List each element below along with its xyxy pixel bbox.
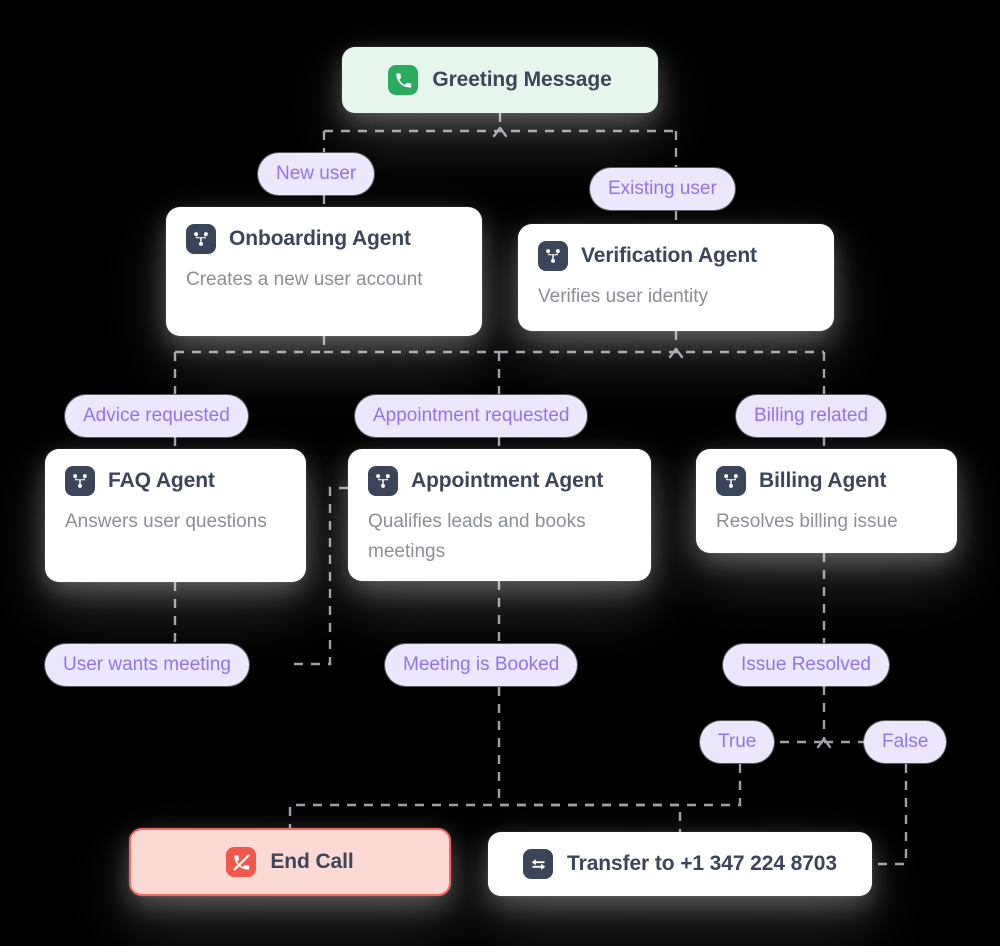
node-appointment-agent[interactable]: Appointment Agent Qualifies leads and bo…	[348, 449, 651, 581]
phone-icon	[388, 65, 419, 95]
edge-label-text: Existing user	[608, 178, 717, 199]
node-transfer-call[interactable]: Transfer to +1 347 224 8703	[488, 832, 872, 896]
edge-false-transfer	[872, 764, 908, 866]
edge-label-billing-related[interactable]: Billing related	[736, 395, 887, 437]
node-title: FAQ Agent	[108, 469, 215, 492]
node-header: FAQ Agent	[65, 466, 286, 496]
edge-meeting-transfer	[497, 687, 682, 832]
node-onboarding-agent[interactable]: Onboarding Agent Creates a new user acco…	[166, 207, 482, 336]
edge-label-true[interactable]: True	[700, 721, 775, 763]
edge-true-endcall	[288, 764, 742, 828]
agent-hierarchy-icon	[368, 466, 398, 496]
node-title: Transfer to +1 347 224 8703	[567, 852, 837, 875]
node-billing-agent[interactable]: Billing Agent Resolves billing issue	[696, 449, 957, 553]
node-title: Onboarding Agent	[229, 227, 411, 250]
edge-label-text: Billing related	[754, 405, 869, 426]
node-greeting-message[interactable]: Greeting Message	[342, 47, 658, 113]
node-faq-agent[interactable]: FAQ Agent Answers user questions	[45, 449, 306, 582]
node-header: Verification Agent	[538, 241, 814, 271]
node-title: End Call	[270, 850, 354, 873]
arrow-into-issue-split	[816, 737, 832, 749]
edge-label-text: True	[718, 731, 757, 752]
transfer-arrows-icon	[523, 849, 554, 879]
edge-label-text: Appointment requested	[373, 405, 570, 426]
node-title: Verification Agent	[581, 244, 757, 267]
node-header: Billing Agent	[716, 466, 937, 496]
edge-label-text: False	[882, 731, 929, 752]
edge-label-text: User wants meeting	[63, 654, 231, 675]
edge-label-false[interactable]: False	[864, 721, 947, 763]
agent-hierarchy-icon	[716, 466, 746, 496]
node-header: Onboarding Agent	[186, 224, 462, 254]
arrow-into-verification-split	[668, 347, 684, 359]
node-description: Resolves billing issue	[716, 511, 898, 532]
agent-hierarchy-icon	[186, 224, 216, 254]
node-title: Appointment Agent	[411, 469, 604, 492]
edge-label-user-wants-meeting[interactable]: User wants meeting	[45, 644, 249, 686]
node-description: Answers user questions	[65, 511, 267, 532]
node-verification-agent[interactable]: Verification Agent Verifies user identit…	[518, 224, 834, 331]
node-description: Qualifies leads and books meetings	[368, 511, 586, 563]
edge-label-new-user[interactable]: New user	[258, 153, 375, 195]
edge-label-text: Issue Resolved	[741, 654, 871, 675]
edge-label-existing-user[interactable]: Existing user	[590, 168, 735, 210]
agent-hierarchy-icon	[65, 466, 95, 496]
node-end-call[interactable]: End Call	[129, 828, 451, 896]
node-description: Creates a new user account	[186, 269, 423, 290]
node-description: Verifies user identity	[538, 286, 709, 307]
agent-hierarchy-icon	[538, 241, 568, 271]
edge-label-issue-resolved[interactable]: Issue Resolved	[723, 644, 889, 686]
edge-label-text: New user	[276, 163, 357, 184]
arrow-into-greeting	[492, 126, 508, 138]
node-header: Appointment Agent	[368, 466, 631, 496]
edge-label-advice-requested[interactable]: Advice requested	[65, 395, 248, 437]
edge-label-appointment-requested[interactable]: Appointment requested	[355, 395, 588, 437]
node-title: Greeting Message	[432, 68, 612, 91]
phone-off-icon	[226, 847, 257, 877]
edge-label-text: Meeting is Booked	[403, 654, 560, 675]
edge-label-meeting-is-booked[interactable]: Meeting is Booked	[385, 644, 578, 686]
edge-label-text: Advice requested	[83, 405, 230, 426]
node-title: Billing Agent	[759, 469, 887, 492]
